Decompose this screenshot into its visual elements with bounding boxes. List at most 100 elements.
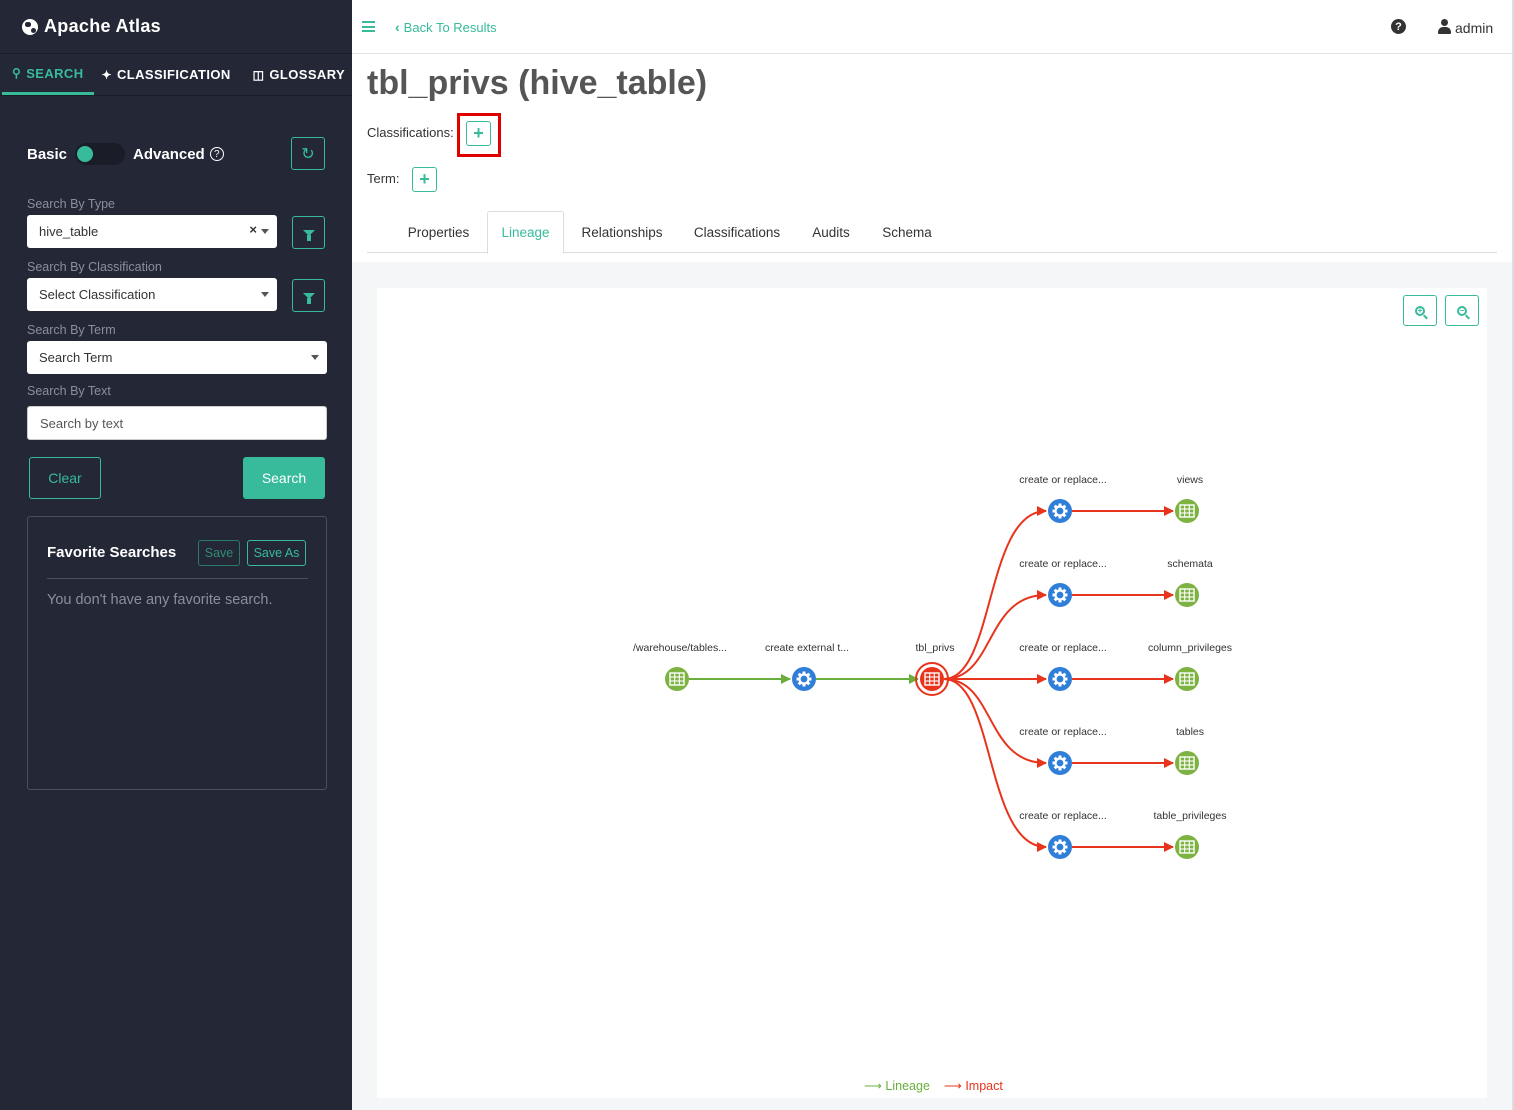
process-node[interactable]: create or replace... bbox=[1019, 558, 1107, 607]
app-title: Apache Atlas bbox=[44, 16, 161, 36]
search-by-type-label: Search By Type bbox=[27, 197, 116, 211]
tab-classification-label: CLASSIFICATION bbox=[116, 67, 231, 82]
node-circle bbox=[1175, 751, 1199, 775]
table-node[interactable]: tables bbox=[1175, 726, 1204, 775]
tab-classification[interactable]: ✦ CLASSIFICATION bbox=[94, 54, 231, 95]
top-bar: ‹ Back To Results ? admin bbox=[352, 0, 1514, 54]
lineage-edge bbox=[943, 678, 1047, 768]
favorites-empty-message: You don't have any favorite search. bbox=[47, 592, 273, 608]
type-select-value: hive_table bbox=[39, 224, 99, 239]
table-icon bbox=[924, 672, 940, 686]
tab-lineage[interactable]: Lineage bbox=[487, 211, 564, 254]
process-node[interactable]: create or replace... bbox=[1019, 810, 1107, 859]
type-filter-button[interactable] bbox=[292, 216, 325, 249]
back-to-results-link[interactable]: ‹ Back To Results bbox=[395, 19, 497, 35]
user-name[interactable]: admin bbox=[1455, 20, 1494, 36]
filter-icon bbox=[302, 229, 315, 241]
node-label: create or replace... bbox=[1019, 642, 1107, 654]
table-icon bbox=[1179, 840, 1195, 854]
search-mode-toggle[interactable] bbox=[75, 143, 126, 165]
search-by-classification-label: Search By Classification bbox=[27, 260, 162, 274]
question-circle-icon[interactable]: ? bbox=[209, 147, 224, 161]
node-circle bbox=[1048, 499, 1072, 523]
table-node[interactable]: /warehouse/tables... bbox=[633, 642, 727, 691]
gear-icon bbox=[796, 671, 812, 687]
table-node[interactable]: schemata bbox=[1167, 558, 1213, 607]
zoom-out-button[interactable]: − bbox=[1445, 295, 1479, 326]
table-icon bbox=[1179, 588, 1195, 602]
search-button[interactable]: Search bbox=[243, 457, 325, 499]
lineage-edge bbox=[943, 590, 1047, 680]
save-button[interactable]: Save bbox=[198, 540, 240, 566]
save-as-button[interactable]: Save As bbox=[247, 540, 306, 566]
tab-schema[interactable]: Schema bbox=[882, 224, 932, 240]
table-node[interactable]: views bbox=[1175, 474, 1203, 523]
sidebar: Apache Atlas ⚲ SEARCH ✦ CLASSIFICATION ◫… bbox=[0, 0, 352, 1110]
chevron-down-icon bbox=[311, 355, 319, 360]
current-table-node[interactable]: tbl_privs bbox=[915, 642, 955, 696]
basic-label: Basic bbox=[27, 145, 68, 163]
table-node[interactable]: column_privileges bbox=[1148, 642, 1232, 691]
table-icon bbox=[1179, 504, 1195, 518]
search-icon: ⚲ bbox=[12, 66, 22, 80]
type-select[interactable]: hive_table × bbox=[27, 215, 277, 248]
node-label: schemata bbox=[1167, 558, 1213, 570]
add-classification-button[interactable]: + bbox=[466, 121, 491, 146]
node-circle bbox=[792, 667, 816, 691]
tab-search-label: SEARCH bbox=[26, 65, 84, 81]
user-icon[interactable] bbox=[1438, 19, 1451, 34]
legend-impact-label: Impact bbox=[965, 1079, 1003, 1093]
table-node[interactable]: table_privileges bbox=[1154, 810, 1227, 859]
table-icon bbox=[1179, 672, 1195, 686]
classification-filter-button[interactable] bbox=[292, 279, 325, 312]
zoom-in-button[interactable]: + bbox=[1403, 295, 1437, 326]
advanced-label: Advanced bbox=[133, 145, 205, 163]
term-select[interactable]: Search Term bbox=[27, 341, 327, 374]
node-label: column_privileges bbox=[1148, 642, 1232, 654]
tab-glossary[interactable]: ◫ GLOSSARY bbox=[231, 54, 345, 95]
help-icon[interactable]: ? bbox=[1391, 19, 1406, 34]
scrollbar[interactable] bbox=[1512, 0, 1514, 1110]
tab-glossary-label: GLOSSARY bbox=[269, 67, 346, 82]
tab-properties[interactable]: Properties bbox=[407, 224, 470, 240]
gear-icon bbox=[1052, 587, 1068, 603]
tab-search[interactable]: ⚲ SEARCH bbox=[2, 54, 94, 95]
zoom-out-icon: − bbox=[1457, 305, 1467, 316]
clear-button[interactable]: Clear bbox=[29, 457, 101, 499]
zoom-in-icon: + bbox=[1415, 305, 1425, 316]
clear-selection-icon[interactable]: × bbox=[249, 222, 257, 237]
lineage-edge bbox=[943, 506, 1047, 680]
node-label: create or replace... bbox=[1019, 810, 1107, 822]
node-label: views bbox=[1177, 474, 1203, 486]
menu-icon[interactable] bbox=[362, 21, 375, 32]
process-node[interactable]: create external t... bbox=[765, 642, 849, 691]
process-node[interactable]: create or replace... bbox=[1019, 474, 1107, 523]
divider bbox=[47, 578, 308, 579]
refresh-button[interactable]: ↻ bbox=[291, 137, 325, 170]
lineage-panel[interactable] bbox=[377, 288, 1487, 1098]
node-label: create external t... bbox=[765, 642, 849, 654]
favorite-searches-title: Favorite Searches bbox=[47, 544, 177, 561]
classification-select[interactable]: Select Classification bbox=[27, 278, 277, 311]
page-title: tbl_privs (hive_table) bbox=[367, 64, 708, 102]
search-by-text-label: Search By Text bbox=[27, 384, 111, 398]
process-node[interactable]: create or replace... bbox=[1019, 642, 1107, 691]
tab-classifications[interactable]: Classifications bbox=[693, 224, 781, 240]
tab-relationships[interactable]: Relationships bbox=[581, 224, 663, 240]
table-icon bbox=[1179, 756, 1195, 770]
tab-audits[interactable]: Audits bbox=[812, 224, 850, 240]
lineage-legend: ⟶ Lineage ⟶ Impact bbox=[864, 1078, 1003, 1093]
lineage-edge bbox=[943, 678, 1047, 852]
search-text-input[interactable] bbox=[27, 406, 327, 440]
node-label: create or replace... bbox=[1019, 558, 1107, 570]
process-node[interactable]: create or replace... bbox=[1019, 726, 1107, 775]
search-by-term-label: Search By Term bbox=[27, 323, 116, 337]
node-circle bbox=[1048, 751, 1072, 775]
legend-lineage-label: Lineage bbox=[885, 1079, 930, 1093]
toggle-knob bbox=[77, 146, 94, 162]
node-label: tbl_privs bbox=[915, 642, 954, 654]
tags-icon: ✦ bbox=[101, 67, 112, 82]
add-term-button[interactable]: + bbox=[412, 167, 437, 192]
brand[interactable]: Apache Atlas bbox=[0, 0, 352, 54]
